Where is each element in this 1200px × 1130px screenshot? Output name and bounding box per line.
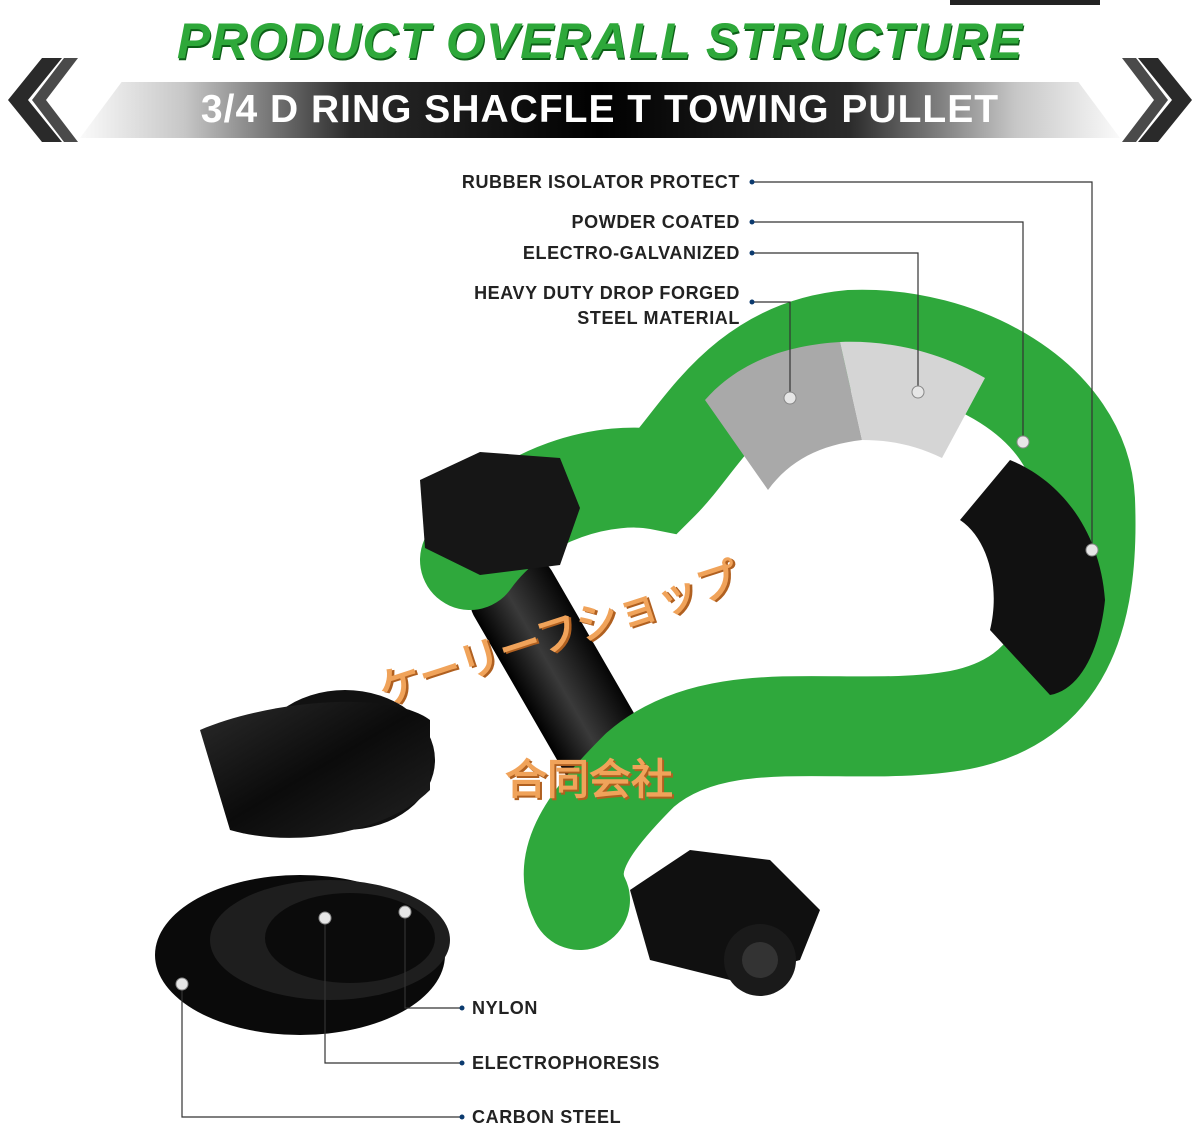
watermark-line2: 合同会社 [505, 756, 674, 803]
label-steel-line1: HEAVY DUTY DROP FORGED [474, 283, 740, 303]
subtitle-banner [80, 82, 1120, 138]
label-electro-galvanized: ELECTRO-GALVANIZED [522, 243, 740, 263]
label-nylon: NYLON [472, 998, 538, 1018]
nut [420, 452, 580, 575]
page-title: PRODUCT OVERALL STRUCTURE [176, 13, 1024, 69]
top-accent-line [950, 0, 1100, 5]
shackle-bow [420, 289, 1136, 950]
leader-lines [181, 181, 1093, 1118]
page-subtitle: 3/4 D RING SHACFLE T TOWING PULLET [200, 88, 1000, 131]
leader-dots [459, 179, 755, 1120]
pulley [155, 690, 450, 1035]
bottom-nut-and-cotter [630, 850, 820, 996]
chevron-left-icon [8, 58, 78, 142]
chevron-right-icon [1122, 58, 1192, 142]
label-rubber-isolator: RUBBER ISOLATOR PROTECT [461, 172, 740, 192]
callout-points [175, 385, 1099, 991]
label-carbon-steel: CARBON STEEL [472, 1107, 622, 1127]
label-electrophoresis: ELECTROPHORESIS [472, 1053, 661, 1073]
shackle-pin [470, 560, 650, 790]
label-steel-line2: STEEL MATERIAL [577, 308, 740, 328]
label-powder-coated: POWDER COATED [571, 212, 740, 232]
